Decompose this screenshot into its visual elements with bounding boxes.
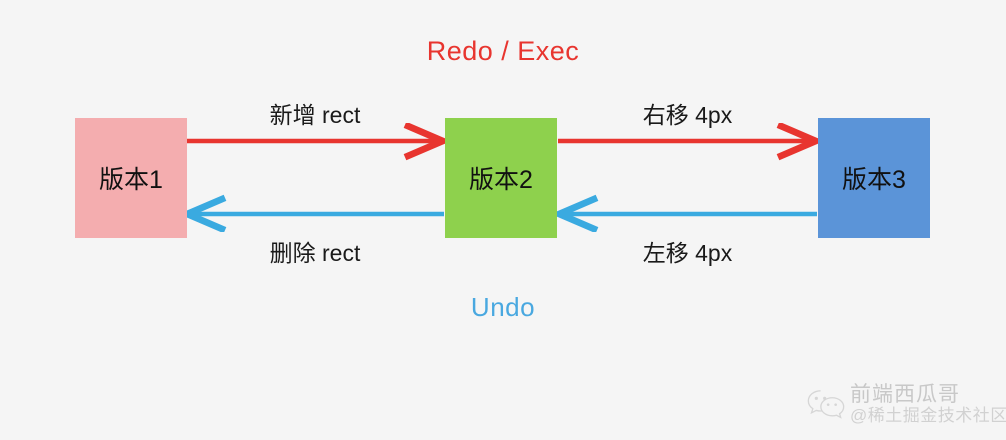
undo-title: Undo (470, 292, 536, 322)
node-version1-label: 版本1 (99, 166, 163, 194)
edge-label-move-left: 左移 4px (642, 240, 733, 266)
wechat-icon (807, 390, 845, 419)
node-version2-label: 版本2 (469, 166, 533, 194)
node-version3-label: 版本3 (842, 166, 906, 194)
edge-label-move-right: 右移 4px (642, 102, 733, 128)
node-version3[interactable]: 版本3 (818, 118, 930, 238)
redo-exec-title: Redo / Exec (426, 36, 580, 66)
watermark-account-name: 前端西瓜哥 (850, 382, 960, 406)
node-version1[interactable]: 版本1 (75, 118, 187, 238)
edge-label-delete-rect: 删除 rect (269, 240, 361, 266)
watermark-text: 前端西瓜哥 @稀土掘金技术社区 (850, 383, 1006, 426)
edge-label-add-rect: 新增 rect (269, 102, 361, 128)
watermark: 前端西瓜哥 @稀土掘金技术社区 (806, 378, 1006, 430)
watermark-platform: @稀土掘金技术社区 (850, 405, 1006, 425)
node-version2[interactable]: 版本2 (445, 118, 557, 238)
